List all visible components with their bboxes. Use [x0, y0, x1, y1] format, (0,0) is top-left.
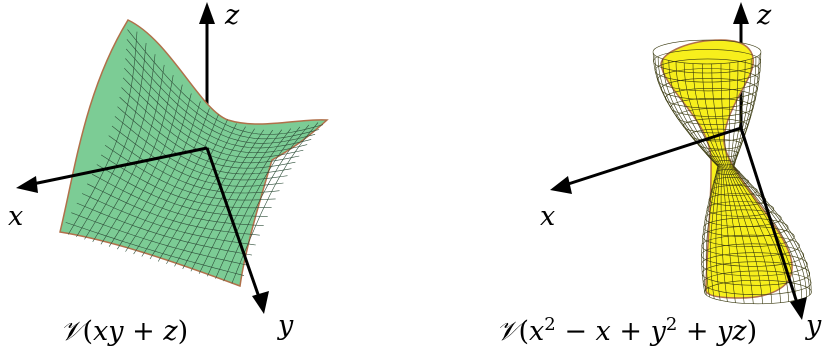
mesh-line: [662, 58, 720, 299]
mesh-line: [683, 62, 736, 303]
z-axis-arrowhead-right: [733, 2, 749, 24]
caption-fragment: (: [519, 316, 530, 347]
mesh-line: [87, 183, 260, 236]
caption-fragment: z: [162, 316, 178, 347]
caption-fragment: ): [747, 316, 758, 347]
mesh-line: [108, 135, 280, 194]
mesh-line: [720, 63, 773, 304]
mesh-line: [215, 126, 301, 279]
mesh-line: [166, 126, 246, 265]
x-axis-label-left: x: [8, 201, 23, 232]
caption-fragment: −: [556, 316, 596, 347]
mesh-line: [730, 61, 789, 302]
caption-fragment: x: [529, 316, 544, 347]
caption-fragment: x: [596, 316, 611, 347]
mesh-ring: [652, 39, 762, 65]
mesh-line: [65, 222, 245, 276]
mesh-line: [231, 122, 319, 284]
mesh-line: [652, 52, 719, 294]
mesh-line: [657, 56, 719, 298]
mesh-ring: [701, 234, 800, 257]
mesh-line: [733, 52, 812, 294]
x-axis-arrowhead-left: [16, 176, 38, 193]
mesh-line: [71, 212, 248, 266]
saddle-surface: [59, 19, 329, 288]
mesh-line: [702, 63, 754, 304]
mesh-line: [654, 55, 719, 296]
mesh-line: [182, 129, 264, 269]
caption-fragment: y: [650, 316, 667, 347]
mesh-line: [100, 154, 272, 209]
x-axis-right: [561, 126, 742, 188]
caption-fragment: yz: [716, 316, 747, 347]
z-axis-label-right: z: [756, 0, 772, 31]
mesh-line: [711, 63, 763, 304]
mesh-line: [96, 164, 268, 217]
saddle-figure: z x y 𝒱(xy + z): [8, 0, 329, 347]
caption-right: 𝒱(x2 − x + y2 + yz): [496, 314, 757, 348]
mesh-line: [668, 60, 721, 301]
mesh-line: [91, 173, 264, 226]
mesh-line: [207, 128, 292, 277]
mesh-line: [190, 129, 273, 272]
mesh-line: [111, 125, 284, 187]
saddle-mesh: [65, 29, 324, 284]
mesh-line: [223, 124, 310, 282]
mesh-line: [76, 202, 252, 256]
mesh-line: [81, 193, 256, 246]
z-axis-arrowhead-left: [199, 2, 215, 24]
x-axis-arrowhead-right: [550, 176, 572, 194]
mesh-line: [157, 123, 237, 262]
y-axis-label-left: y: [277, 310, 294, 341]
mesh-line: [733, 55, 810, 296]
caption-fragment: +: [611, 316, 651, 347]
hyperboloid-figure: z x y 𝒱(x2 − x + y2 + yz): [496, 0, 822, 347]
y-axis-arrowhead-right: [790, 297, 807, 320]
mesh-line: [732, 57, 807, 298]
caption-fragment: xy: [93, 316, 124, 347]
x-axis-label-right: x: [540, 201, 555, 232]
mesh-line: [675, 61, 728, 302]
z-axis-label-left: z: [224, 0, 240, 31]
hyperboloid-mesh: [652, 39, 812, 305]
mesh-line: [732, 58, 803, 299]
caption-fragment: 2: [666, 314, 677, 335]
caption-fragment: (: [83, 316, 94, 347]
mesh-line: [728, 62, 781, 303]
caption-fragment: +: [124, 316, 164, 347]
y-axis-left: [205, 147, 262, 301]
mesh-line: [692, 63, 745, 304]
x-axis-left: [27, 146, 208, 187]
caption-left: 𝒱(xy + z): [60, 316, 188, 347]
y-axis-right: [739, 127, 800, 307]
y-axis-label-right: y: [805, 310, 822, 341]
mesh-line: [731, 60, 797, 301]
mesh-line: [198, 129, 283, 274]
caption-fragment: +: [677, 316, 717, 347]
caption-fragment: 2: [544, 314, 555, 335]
caption-fragment: ): [178, 316, 189, 347]
y-axis-arrowhead-left: [252, 291, 269, 314]
